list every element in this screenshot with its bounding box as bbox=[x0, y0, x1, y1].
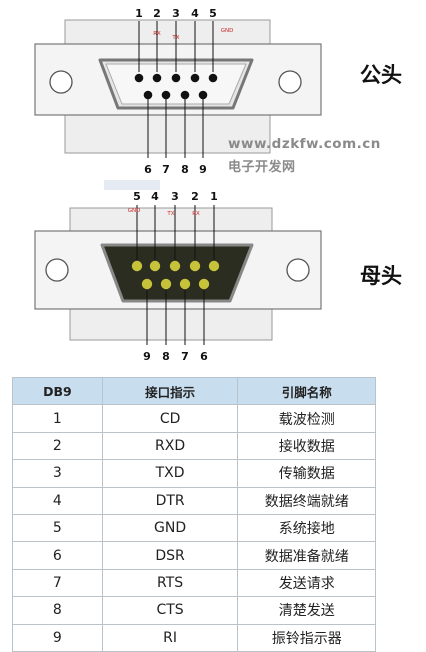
pin-description: 系统接地 bbox=[237, 513, 376, 543]
male-signal-tag: GND bbox=[221, 28, 234, 34]
watermark-name: 电子开发网 bbox=[228, 160, 296, 175]
header-db9: DB9 bbox=[12, 376, 103, 406]
db9-diagram: 1 2 3 4 5 6 7 8 9 RX TX GND bbox=[34, 7, 322, 363]
female-pin-2 bbox=[189, 260, 201, 272]
mount-hole-left bbox=[49, 70, 73, 94]
male-signal-tag: RX bbox=[153, 31, 161, 37]
male-pin-5 bbox=[208, 73, 218, 83]
female-pin-7 bbox=[179, 278, 191, 290]
signal-name: DSR bbox=[101, 541, 239, 570]
female-pin-4 bbox=[149, 260, 161, 272]
signal-name: RTS bbox=[101, 568, 239, 598]
female-bottom-number: 7 bbox=[181, 350, 189, 363]
female-signal-tag: TX bbox=[166, 211, 174, 217]
pin-number: 6 bbox=[12, 541, 103, 570]
pin-description: 数据终端就绪 bbox=[237, 486, 376, 515]
pin-number: 1 bbox=[12, 404, 103, 433]
male-pin-2 bbox=[152, 73, 162, 83]
pin-number: 7 bbox=[12, 568, 103, 598]
pin-number: 8 bbox=[12, 596, 103, 625]
signal-name: RXD bbox=[101, 431, 239, 461]
female-top-number: 3 bbox=[171, 190, 179, 203]
male-pin-1 bbox=[134, 73, 144, 83]
male-top-number: 2 bbox=[153, 7, 161, 20]
female-bottom-number: 8 bbox=[162, 350, 170, 363]
female-pin-9 bbox=[141, 278, 153, 290]
pin-number: 3 bbox=[12, 459, 103, 488]
male-pin-4 bbox=[190, 73, 200, 83]
pin-description: 振铃指示器 bbox=[237, 623, 376, 652]
male-top-number: 4 bbox=[191, 7, 199, 20]
female-shell bbox=[100, 243, 254, 303]
pin-description: 载波检测 bbox=[237, 404, 376, 433]
female-pin-3 bbox=[169, 260, 181, 272]
female-label: 母头 bbox=[360, 264, 402, 288]
female-signal-tag: RX bbox=[192, 211, 200, 217]
male-top-number: 1 bbox=[135, 7, 143, 20]
female-top-number: 2 bbox=[191, 190, 199, 203]
signal-name: CTS bbox=[101, 596, 239, 625]
pin-description: 接收数据 bbox=[237, 431, 376, 461]
signal-name: TXD bbox=[101, 459, 239, 488]
signal-name: GND bbox=[101, 513, 239, 543]
female-bottom-number: 9 bbox=[143, 350, 151, 363]
female-top-number: 1 bbox=[210, 190, 218, 203]
male-label: 公头 bbox=[360, 63, 402, 87]
female-pin-8 bbox=[160, 278, 172, 290]
male-pin-6 bbox=[143, 90, 153, 100]
mount-hole-right bbox=[286, 258, 310, 282]
male-bottom-number: 7 bbox=[162, 163, 170, 176]
pin-number: 2 bbox=[12, 431, 103, 461]
female-pin-5 bbox=[131, 260, 143, 272]
pin-description: 数据准备就绪 bbox=[237, 541, 376, 570]
female-pin-1 bbox=[208, 260, 220, 272]
signal-name: DTR bbox=[101, 486, 239, 515]
male-bottom-number: 9 bbox=[199, 163, 207, 176]
pin-number: 9 bbox=[12, 623, 103, 652]
table-header-row: DB9 接口指示 引脚名称 bbox=[12, 376, 376, 406]
male-top-number: 3 bbox=[172, 7, 180, 20]
male-bottom-number: 8 bbox=[181, 163, 189, 176]
male-pin-9 bbox=[198, 90, 208, 100]
pin-number: 4 bbox=[12, 486, 103, 515]
female-bottom-number: 6 bbox=[200, 350, 208, 363]
pin-number: 5 bbox=[12, 513, 103, 543]
signal-name: CD bbox=[101, 404, 239, 433]
male-pin-7 bbox=[161, 90, 171, 100]
pin-description: 清楚发送 bbox=[237, 596, 376, 625]
male-pin-3 bbox=[171, 73, 181, 83]
male-pin-8 bbox=[180, 90, 190, 100]
mount-hole-right bbox=[278, 70, 302, 94]
pin-description: 发送请求 bbox=[237, 568, 376, 598]
female-connector: 5 4 3 2 1 9 8 7 6 GND TX RX bbox=[34, 180, 322, 363]
signal-name: RI bbox=[101, 623, 239, 652]
watermark-url: www.dzkfw.com.cn bbox=[228, 136, 381, 152]
mount-hole-left bbox=[45, 258, 69, 282]
female-pin-6 bbox=[198, 278, 210, 290]
male-bottom-number: 6 bbox=[144, 163, 152, 176]
pin-description: 传输数据 bbox=[237, 459, 376, 488]
header-interface: 接口指示 bbox=[101, 376, 239, 406]
female-signal-tag: GND bbox=[128, 208, 141, 214]
header-pin-name: 引脚名称 bbox=[237, 376, 376, 406]
male-signal-tag: TX bbox=[171, 35, 179, 41]
male-connector: 1 2 3 4 5 6 7 8 9 RX TX GND bbox=[34, 7, 322, 176]
female-top-number: 5 bbox=[133, 190, 141, 203]
female-top-number: 4 bbox=[151, 190, 159, 203]
male-top-number: 5 bbox=[209, 7, 217, 20]
